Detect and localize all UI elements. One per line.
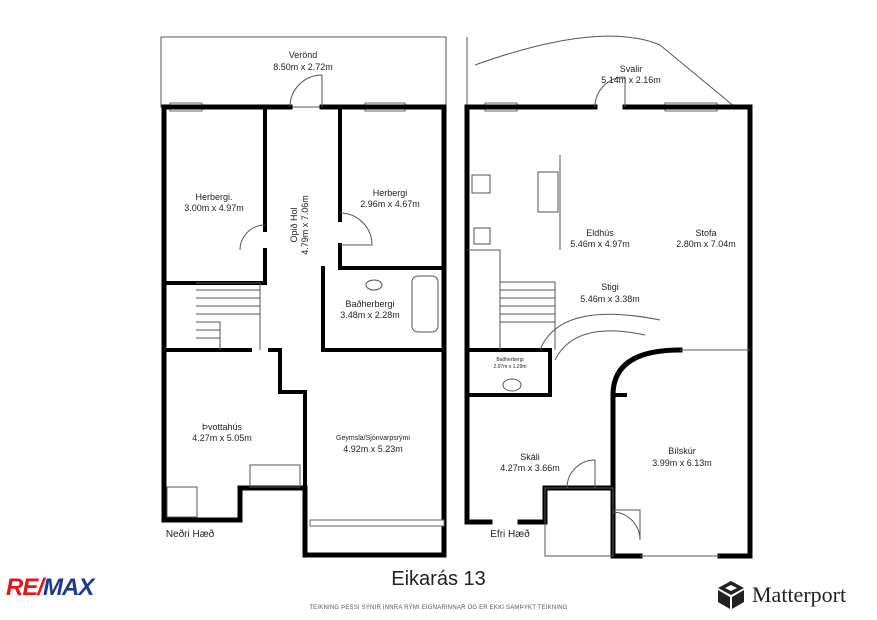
door: [594, 76, 626, 108]
interior-walls: [162, 105, 446, 490]
room-size: 5.46m x 3.38m: [580, 294, 640, 304]
garage-door: [640, 349, 750, 557]
toilet: [502, 378, 522, 392]
outer-walls: [464, 104, 753, 559]
upper-floor-plan: Svalir 5.14m x 2.16m Eldhús 5.46m x 4.97…: [464, 35, 753, 559]
bathtub: [411, 275, 439, 333]
room-name: Skáli: [520, 452, 540, 462]
room-name: Bílskúr: [668, 446, 696, 456]
interior-walls: [468, 348, 627, 397]
room-size: 3.99m x 6.13m: [652, 458, 712, 468]
spiral-stairs: [539, 313, 661, 361]
room-size: 3.00m x 4.97m: [184, 203, 244, 213]
garage-door: [309, 519, 445, 527]
kitchen-island: [537, 171, 559, 213]
sink: [473, 227, 491, 245]
room-size: 4.27m x 5.05m: [192, 433, 252, 443]
remax-logo: RE/MAX: [6, 574, 94, 601]
room-name: Stofa: [695, 228, 716, 238]
room-name: Svalir: [620, 64, 643, 74]
balcony-outline: [466, 35, 736, 108]
disclaimer: TEIKNING ÞESSI SÝNIR INNRA RÝMI EIGNARIN…: [309, 605, 568, 611]
counter: [249, 464, 301, 488]
door: [239, 212, 373, 251]
room-size: 2.80m x 7.04m: [676, 239, 736, 249]
door: [289, 74, 323, 108]
room-name: Baðherbergi: [496, 356, 523, 363]
toilet: [365, 279, 383, 291]
floor-label: Neðri Hæð: [166, 528, 215, 540]
room-name: Þvottahús: [202, 422, 243, 432]
matterport-logo: Matterport: [716, 580, 846, 610]
veranda-outline: [160, 36, 447, 108]
room-size: 4.27m x 3.66m: [500, 463, 560, 473]
room-size: 8.50m x 2.72m: [273, 62, 333, 72]
room-size: 5.14m x 2.16m: [601, 75, 661, 85]
room-name: Baðherbergi: [345, 299, 394, 309]
room-name: Stigi: [601, 282, 619, 292]
stairs: [467, 249, 556, 350]
room-name: Eldhús: [586, 228, 614, 238]
property-title: Eikarás 13: [391, 568, 486, 590]
room-size: 4.92m x 5.23m: [343, 444, 403, 454]
stairs: [196, 282, 261, 350]
room-size: 5.46m x 4.97m: [570, 239, 630, 249]
matterport-wordmark: Matterport: [752, 582, 847, 607]
floor-label: Efri Hæð: [490, 528, 530, 540]
room-size: 3.48m x 2.28m: [340, 310, 400, 320]
room-name: Verönd: [289, 50, 318, 60]
stove: [471, 174, 491, 194]
room-name: Herbergi.: [195, 192, 232, 202]
room-size: 2.07m x 1.29m: [493, 364, 526, 370]
room-size: 2.96m x 4.67m: [360, 199, 420, 209]
lower-floor-plan: Verönd 8.50m x 2.72m Herbergi. 3.00m x 4…: [160, 36, 447, 558]
room-name: Opið Hol: [289, 207, 299, 242]
entry-step: [544, 487, 614, 557]
room-name: Geymsla/Sjónvarpsrými: [336, 435, 410, 442]
room-size: 4.79m x 7.06m: [300, 195, 310, 255]
room-name: Herbergi: [373, 188, 408, 198]
door: [566, 459, 641, 541]
matterport-cube-icon: [718, 581, 744, 609]
shower: [166, 486, 198, 518]
